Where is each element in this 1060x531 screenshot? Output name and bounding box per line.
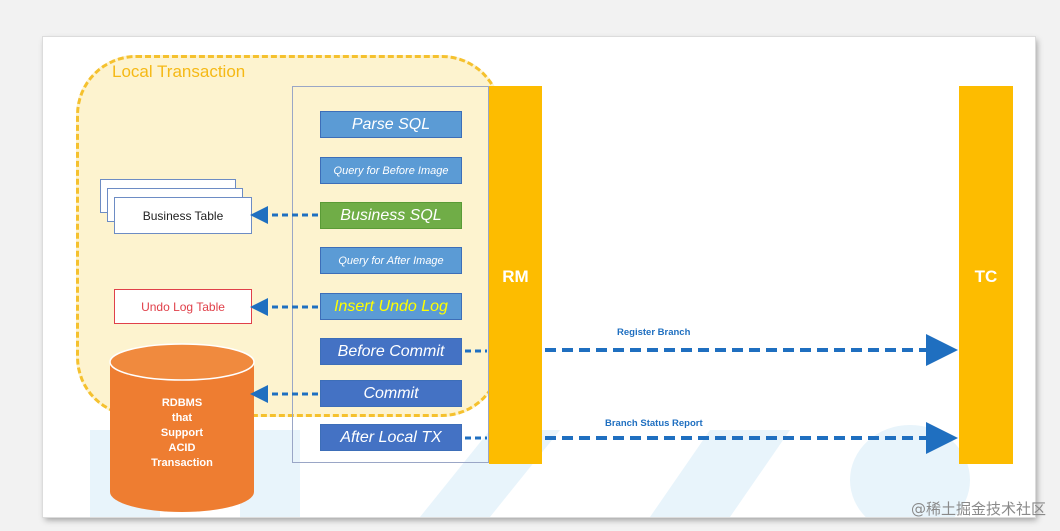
step-query-after-image: Query for After Image — [320, 247, 462, 274]
rm-bar: RM — [489, 86, 542, 464]
rm-label: RM — [502, 267, 529, 286]
step-insert-undo-log: Insert Undo Log — [320, 293, 462, 320]
business-table: Business Table — [114, 197, 252, 234]
database-label: RDBMS that Support ACID Transaction — [151, 397, 213, 469]
steps-container — [292, 86, 489, 463]
watermark: @稀土掘金技术社区 — [910, 500, 1046, 518]
tc-bar: TC — [959, 86, 1013, 464]
database-cylinder-icon — [109, 343, 255, 512]
step-after-local-tx: After Local TX — [320, 424, 462, 451]
step-business-sql: Business SQL — [320, 202, 462, 229]
step-commit: Commit — [320, 380, 462, 407]
branch-status-report-label: Branch Status Report — [605, 418, 703, 429]
step-query-before-image: Query for Before Image — [320, 157, 462, 184]
register-branch-label: Register Branch — [617, 327, 691, 338]
tc-label: TC — [974, 267, 998, 286]
step-parse-sql: Parse SQL — [320, 111, 462, 138]
step-before-commit: Before Commit — [320, 338, 462, 365]
undo-log-table: Undo Log Table — [114, 289, 252, 324]
local-transaction-title: Local Transaction — [112, 62, 246, 81]
